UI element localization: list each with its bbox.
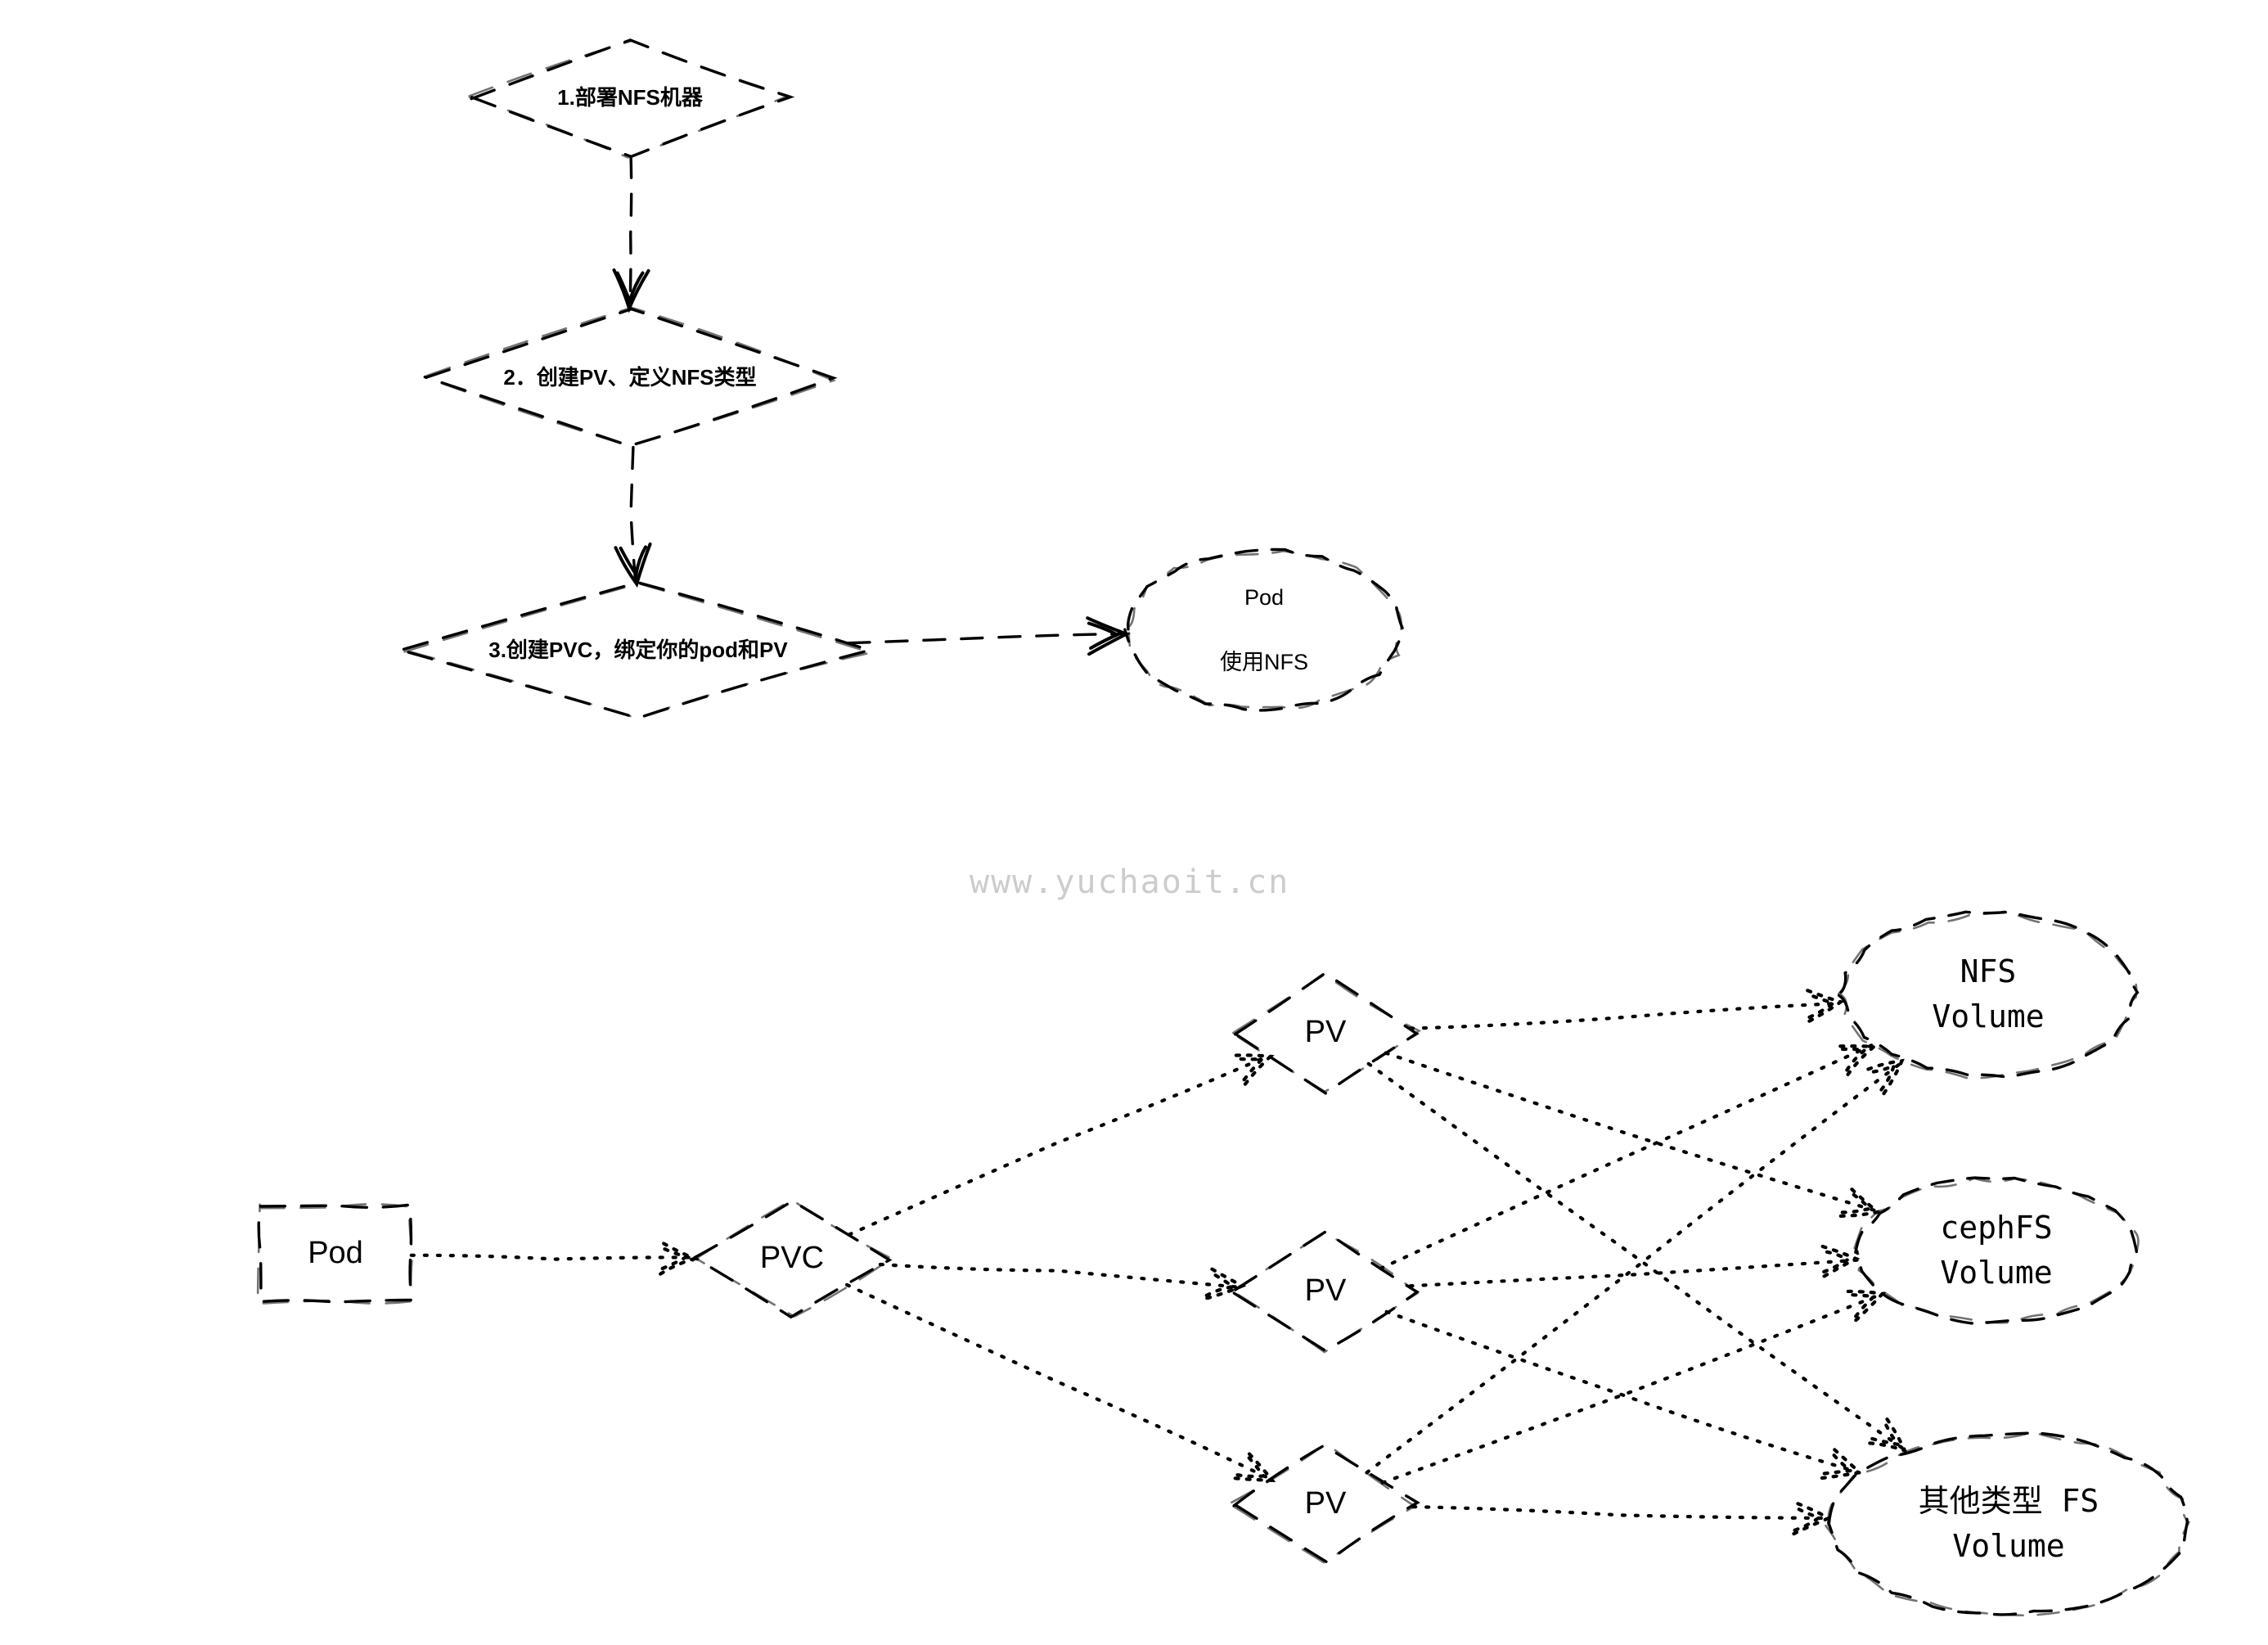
edge-step1-to-step2 xyxy=(612,155,650,313)
node-shape-step3[interactable] xyxy=(402,581,875,720)
node-shape-pod[interactable] xyxy=(256,1203,414,1305)
node-shape-nfsvol[interactable] xyxy=(1837,909,2140,1080)
node-shape-pvc[interactable] xyxy=(691,1198,894,1319)
edge-pv1-to-nfsvol xyxy=(1408,988,1845,1030)
edge-pv3-to-othervol xyxy=(1411,1500,1833,1536)
edge-pod-to-pvc xyxy=(409,1240,700,1276)
node-shape-othervol[interactable] xyxy=(1825,1431,2191,1617)
node-shape-pv3[interactable] xyxy=(1231,1442,1420,1564)
edge-step3-to-podnfs xyxy=(847,616,1131,656)
shapes-layer xyxy=(256,38,2191,1617)
edge-pv2-to-nfsvol xyxy=(1379,1043,1879,1270)
node-shape-pv1[interactable] xyxy=(1231,971,1422,1095)
edge-pv1-to-othervol xyxy=(1366,1061,1909,1454)
edges-layer xyxy=(409,155,1909,1536)
edge-pvc-to-pv3 xyxy=(845,1282,1276,1483)
node-shape-podnfs[interactable] xyxy=(1123,548,1405,712)
edge-step2-to-step3 xyxy=(614,445,652,588)
edge-pv2-to-othervol xyxy=(1384,1309,1864,1480)
edge-pvc-to-pv2 xyxy=(878,1262,1247,1300)
node-shape-step1[interactable] xyxy=(468,38,795,159)
edge-pv3-to-nfsvol xyxy=(1365,1058,1905,1475)
node-shape-cephvol[interactable] xyxy=(1853,1176,2140,1326)
edge-pv2-to-cephvol xyxy=(1408,1244,1861,1288)
edge-pv3-to-cephvol xyxy=(1380,1289,1887,1485)
node-shape-pv2[interactable] xyxy=(1231,1229,1420,1354)
node-shape-step2[interactable] xyxy=(423,306,838,448)
edge-pvc-to-pv1 xyxy=(847,1053,1275,1237)
